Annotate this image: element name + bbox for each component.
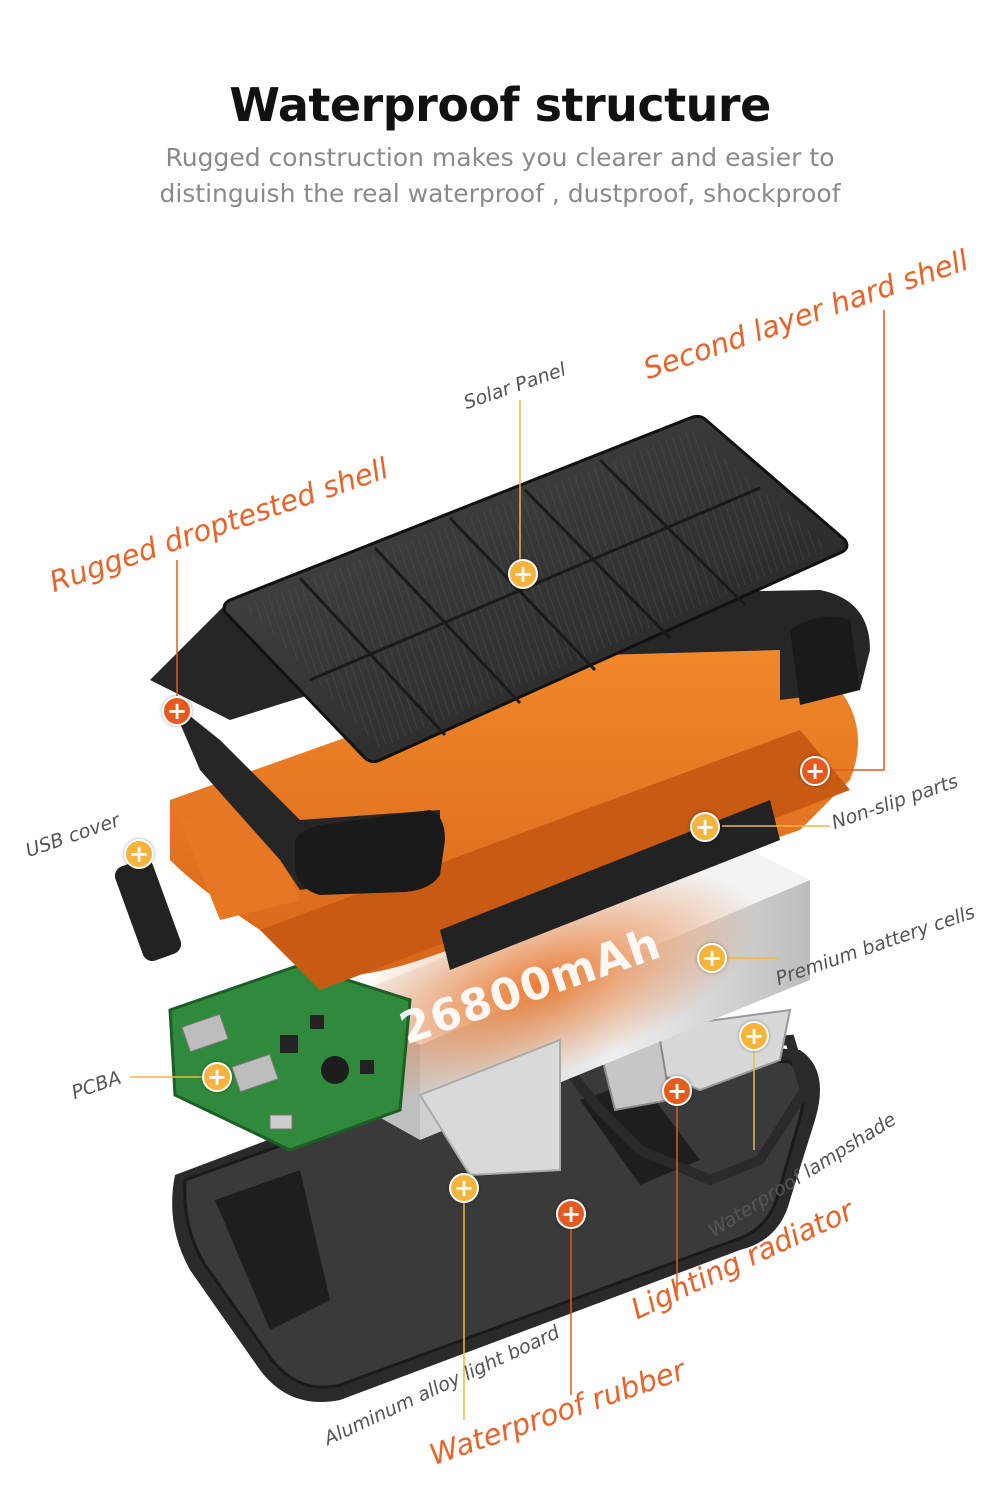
marker-usb-cover-plus-icon[interactable]: + [124,839,154,869]
marker-pcba-plus-icon[interactable]: + [202,1062,232,1092]
marker-lampshade-plus-icon[interactable]: + [739,1021,769,1051]
marker-lighting-radiator-plus-icon[interactable]: + [662,1076,692,1106]
marker-solar-panel-plus-icon[interactable]: + [508,559,538,589]
marker-non-slip-plus-icon[interactable]: + [690,812,720,842]
solar-panel [222,414,849,764]
subtitle-line-2: distinguish the real waterproof , dustpr… [159,179,841,208]
marker-rugged-shell-plus-icon[interactable]: + [162,696,192,726]
marker-battery-cells-plus-icon[interactable]: + [697,943,727,973]
page-subtitle: Rugged construction makes you clearer an… [0,140,1000,212]
marker-second-shell-plus-icon[interactable]: + [800,756,830,786]
subtitle-line-1: Rugged construction makes you clearer an… [165,143,835,172]
page-title: Waterproof structure [229,78,771,132]
leader-lines [125,310,885,1420]
marker-waterproof-rubber-plus-icon[interactable]: + [556,1199,586,1229]
marker-aluminum-board-plus-icon[interactable]: + [449,1173,479,1203]
